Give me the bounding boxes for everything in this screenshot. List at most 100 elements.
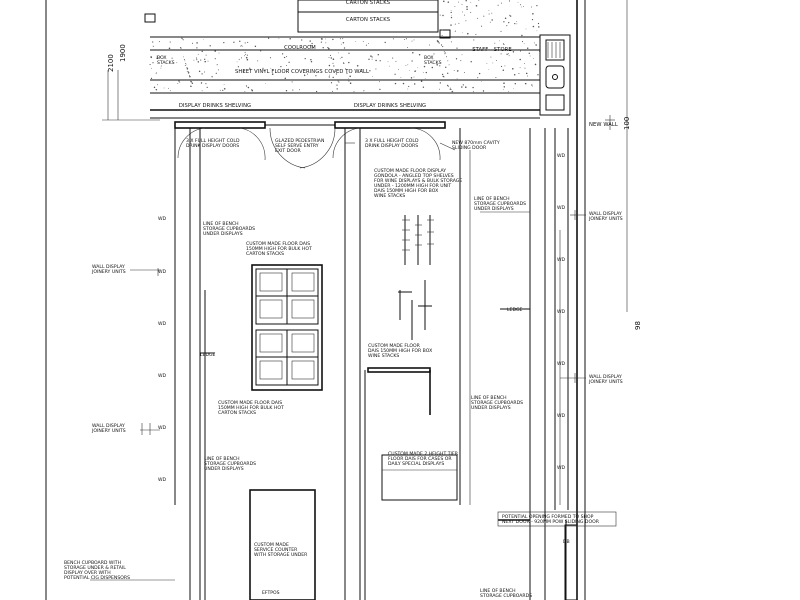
hatch-dot: [149, 64, 151, 66]
hatch-dot: [368, 42, 370, 44]
hatch-dot: [503, 89, 504, 91]
stock-area-hatch: [149, 0, 540, 93]
hatch-dot: [244, 42, 246, 44]
hatch-dot: [292, 89, 294, 91]
hatch-dot: [405, 38, 407, 40]
hatch-dot: [223, 84, 225, 85]
hatch-dot: [504, 17, 507, 20]
hatch-dot: [355, 41, 357, 42]
hatch-dot: [340, 43, 342, 45]
hatch-dot: [197, 61, 200, 63]
hatch-dot: [361, 69, 363, 71]
label-bench-left-top-2: STORAGE CUPBOARDS: [203, 226, 255, 232]
hatch-dot: [200, 82, 203, 84]
hatch-dot: [356, 65, 359, 67]
label-bench-right-mid-2: STORAGE CUPBOARDS: [471, 400, 523, 406]
hatch-dot: [389, 65, 390, 67]
hatch-dot: [431, 66, 434, 69]
hatch-dot: [449, 87, 451, 89]
hatch-dot: [441, 35, 443, 36]
hatch-dot: [520, 50, 521, 52]
hatch-dot: [375, 68, 377, 70]
hatch-dot: [535, 44, 537, 46]
hatch-dot: [508, 91, 510, 92]
hatch-dot: [517, 1, 519, 3]
hatch-dot: [332, 38, 334, 41]
label-floor-dais-hot-3: CARTON STACKS: [218, 410, 256, 416]
label-box-stacks-left-1: BOX: [157, 55, 167, 61]
label-floor-dais-box-2: DAIS 150MM HIGH FOR BOX: [368, 348, 432, 354]
label-potential-opening-1: POTENTIAL OPENING FORMED TO SHOP: [502, 514, 594, 520]
hatch-dot: [150, 77, 153, 80]
hatch-dot: [332, 62, 334, 64]
hatch-dot: [444, 53, 446, 55]
hatch-dot: [336, 88, 338, 90]
hatch-dot: [379, 60, 381, 62]
wd-tag: WD: [158, 321, 167, 327]
wd-tag: WD: [158, 216, 167, 222]
hatch-dot: [325, 42, 327, 44]
hatch-dot: [445, 56, 448, 58]
hatch-dot: [328, 56, 330, 58]
hatch-dot: [315, 90, 318, 93]
hatch-dot: [304, 57, 306, 60]
hatch-dot: [402, 82, 405, 85]
hatch-dot: [278, 37, 280, 39]
hatch-dot: [152, 45, 154, 47]
label-box-stacks-left-2: STACKS: [157, 60, 175, 66]
hatch-dot: [462, 84, 464, 86]
hatch-dot: [332, 76, 334, 79]
label-gondola-3: FOR WINE DISPLAYS & BULK STORAGE: [374, 178, 462, 184]
label-potential-opening-2: NEXT DOOR - 920MM POW SLIDING DOOR: [502, 519, 600, 525]
hatch-dot: [503, 44, 505, 46]
hatch-dot: [257, 60, 259, 62]
hatch-dot: [525, 28, 527, 30]
hatch-dot: [502, 69, 505, 72]
hatch-dot: [342, 38, 344, 40]
hatch-dot: [475, 5, 478, 7]
hatch-dot: [177, 82, 179, 84]
hatch-dot: [311, 42, 313, 45]
hatch-dot: [246, 58, 249, 61]
hatch-dot: [500, 2, 503, 4]
hatch-dot: [504, 65, 506, 67]
hatch-dot: [460, 60, 462, 62]
hatch-dot: [211, 76, 213, 78]
hatch-dot: [333, 65, 335, 67]
hatch-dot: [394, 82, 397, 85]
hatch-dot: [338, 81, 340, 83]
plan-linework: [45, 0, 628, 600]
hatch-dot: [310, 60, 313, 63]
label-bench-cupboard-2: STORAGE UNDER & RETAIL: [64, 565, 126, 571]
dim-98: 98: [634, 321, 642, 330]
hatch-dot: [439, 14, 441, 16]
hatch-dot: [500, 53, 502, 55]
hatch-dot: [269, 57, 272, 59]
hatch-dot: [473, 39, 475, 41]
label-floor-dais-box-1: CUSTOM MADE FLOOR: [368, 343, 421, 349]
hatch-dot: [465, 86, 467, 88]
hatch-dot: [310, 58, 312, 61]
hatch-dot: [320, 41, 322, 43]
hatch-dot: [404, 39, 406, 40]
label-floor-dais-bulk-1: CUSTOM MADE FLOOR DAIS: [246, 241, 310, 247]
hatch-dot: [528, 52, 531, 55]
hatch-dot: [377, 54, 379, 56]
hatch-dot: [167, 87, 169, 89]
hatch-dot: [196, 42, 198, 44]
hatch-dot: [176, 62, 178, 64]
hatch-dot: [332, 58, 335, 60]
hatch-dot: [185, 62, 187, 65]
hatch-dot: [287, 68, 289, 71]
hatch-dot: [329, 74, 330, 76]
hatch-dot: [512, 68, 514, 70]
hatch-dot: [490, 56, 492, 58]
hatch-dot: [159, 56, 161, 58]
hatch-dot: [400, 76, 402, 78]
hatch-dot: [499, 40, 500, 42]
hatch-dot: [424, 78, 426, 79]
label-glazed-door-2: SELF SERVE ENTRY: [275, 143, 319, 149]
hatch-dot: [488, 68, 490, 70]
hatch-dot: [349, 82, 352, 84]
hatch-dot: [150, 56, 153, 59]
